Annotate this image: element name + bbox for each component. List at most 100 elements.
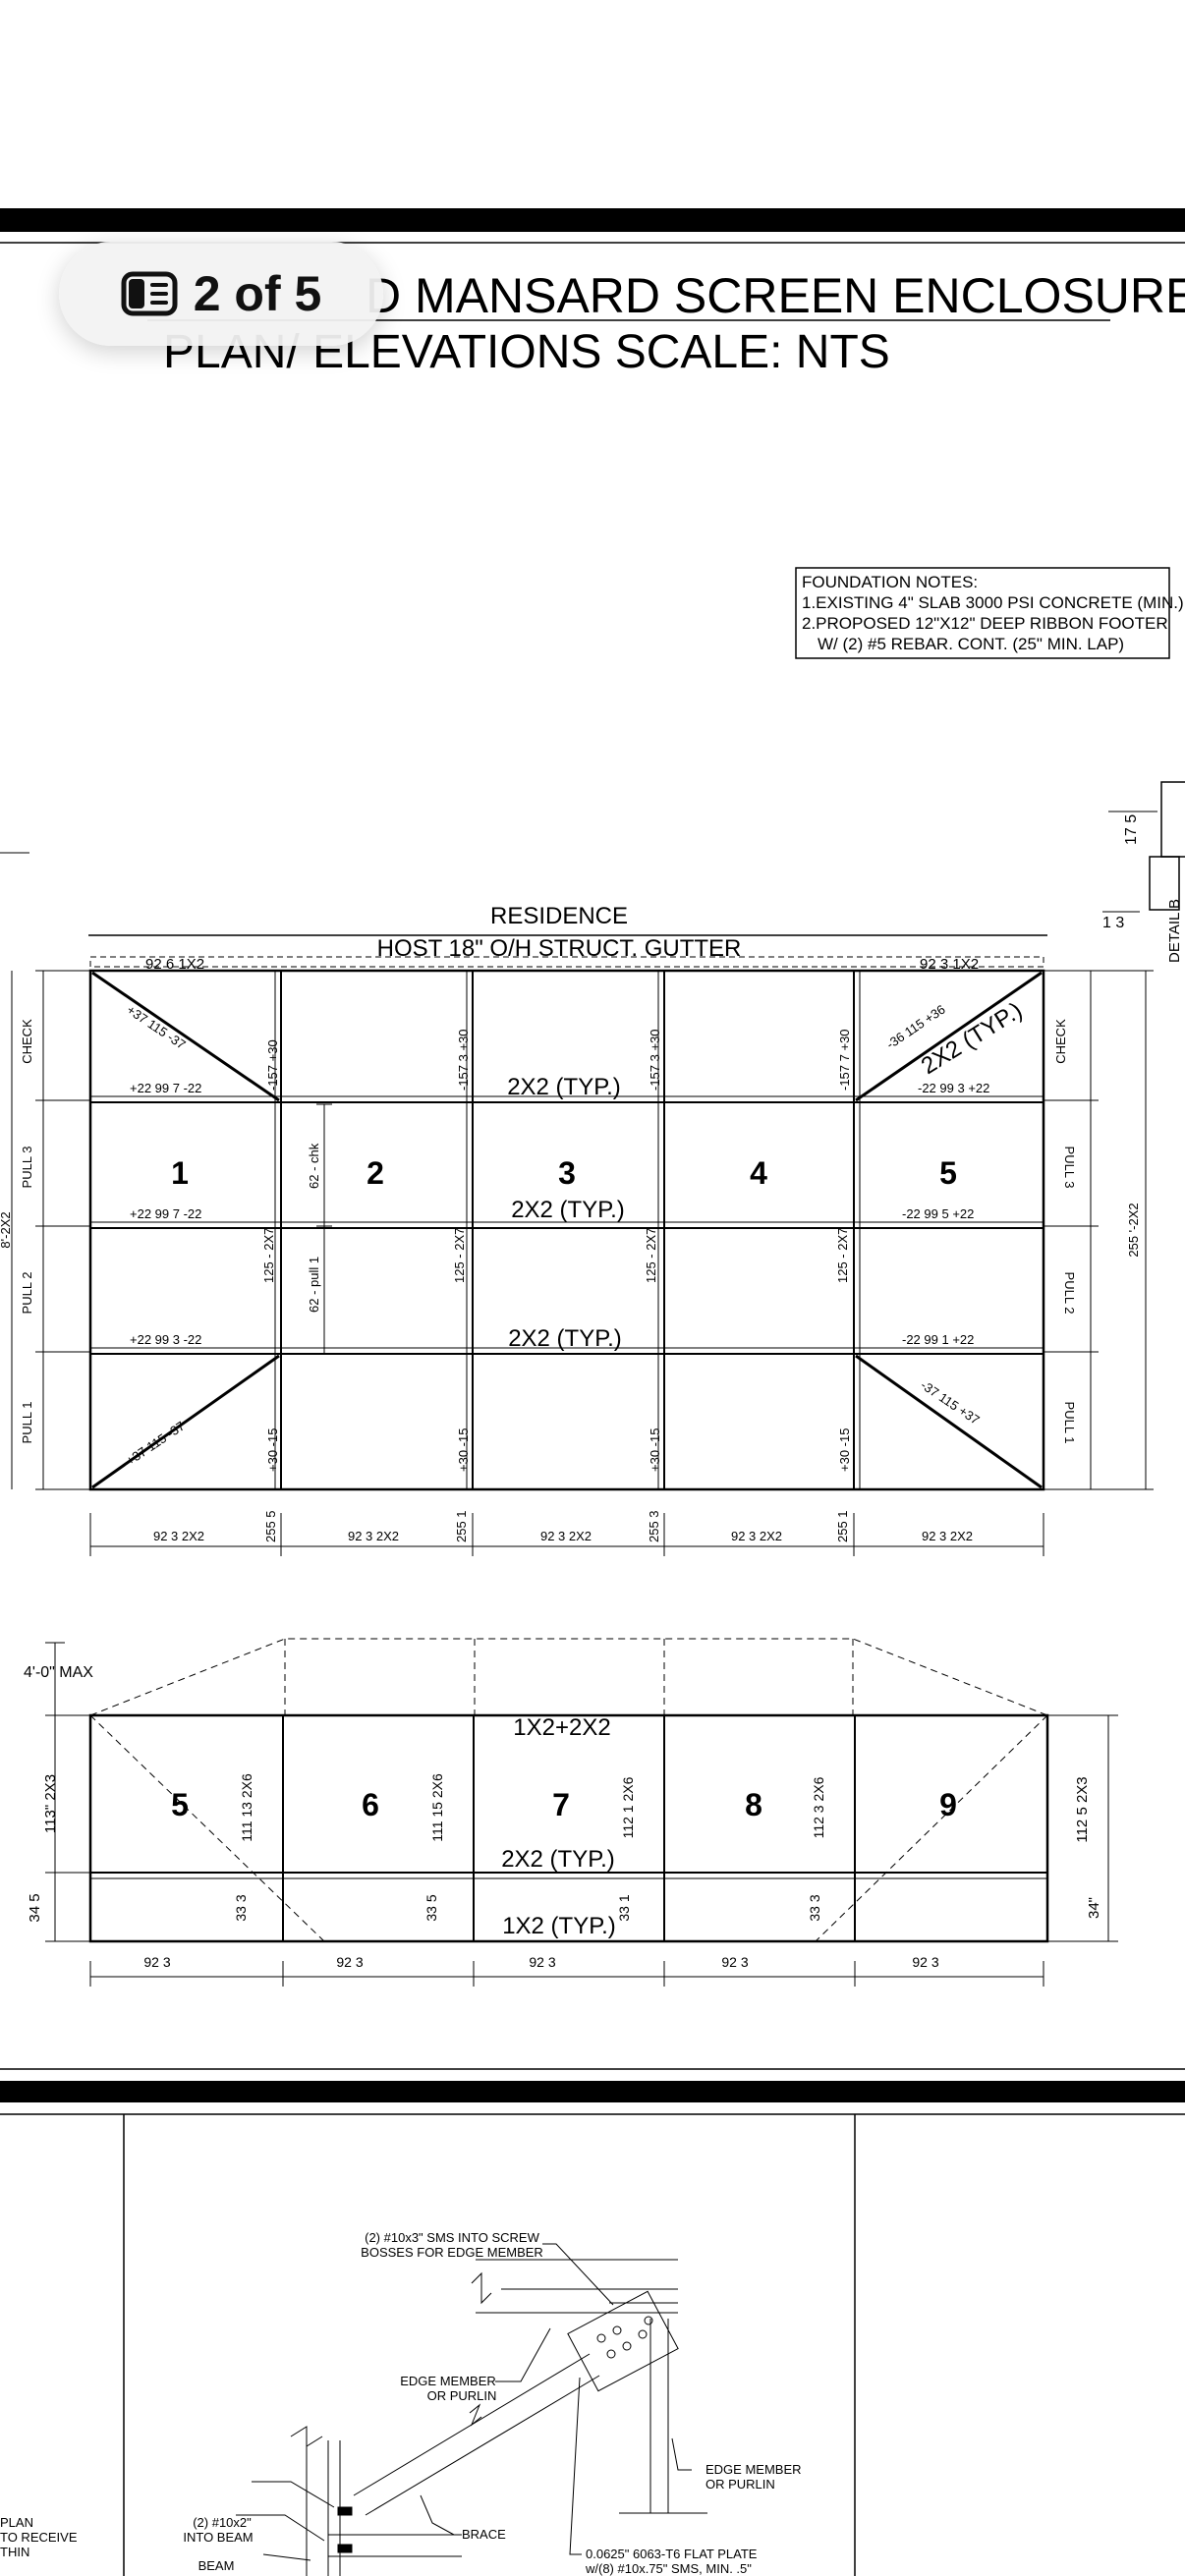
elev-bay-8: 8 — [745, 1787, 762, 1822]
plan-post-bot-1: +30 -15 — [265, 1428, 280, 1472]
elev-right-kick: 34" — [1086, 1897, 1102, 1919]
page-indicator[interactable]: 2 of 5 — [59, 242, 383, 346]
plan-top-member-left: 92 6 1X2 — [145, 956, 204, 973]
elev-post-4: 112 3 2X6 — [811, 1776, 826, 1838]
plan-bay-2: 2 — [367, 1155, 384, 1191]
plan-post-bot-4: +30 -15 — [837, 1428, 852, 1472]
detail-edge-member-3: EDGE MEMBER — [705, 2462, 802, 2477]
plan-gutter-label: HOST 18" O/H STRUCT. GUTTER — [377, 935, 742, 962]
side-detail-label: DETAIL B — [1166, 899, 1183, 963]
detail-left-2: TO RECEIVE — [0, 2530, 78, 2545]
plan-typ-label-mid: 2X2 (TYP.) — [511, 1197, 625, 1223]
detail-beam-label: BEAM — [198, 2558, 235, 2573]
plan-bottom-dim-1: 92 3 2X2 — [153, 1529, 204, 1543]
side-dim-2: 1 3 — [1102, 915, 1124, 931]
plan-left-row-check: CHECK — [20, 1019, 34, 1064]
side-dim-1: 17 5 — [1123, 814, 1140, 845]
elev-header-label: 1X2+2X2 — [513, 1714, 610, 1741]
elev-kick-post-2: 33 5 — [423, 1894, 439, 1921]
plan-bay-1: 1 — [171, 1155, 189, 1191]
plan-left-row-pull3: PULL 3 — [20, 1147, 34, 1189]
plan-check-left: +37 115 -37 — [124, 1002, 188, 1052]
detail-brace-label: BRACE — [462, 2527, 506, 2542]
elev-post-1: 111 13 2X6 — [239, 1773, 254, 1842]
plan-right-row-pull1: PULL 1 — [1062, 1402, 1077, 1444]
detail-left-1: PLAN — [0, 2515, 33, 2530]
detail-edge-member-2: OR PURLIN — [427, 2388, 497, 2403]
foundation-note-1: 1.EXISTING 4" SLAB 3000 PSI CONCRETE (MI… — [802, 593, 1184, 612]
plan-post-top-3: -157 3 +30 — [648, 1029, 662, 1091]
plan-left-row-pull1: PULL 1 — [20, 1402, 34, 1444]
plan-chk-dim: 62 - chk — [307, 1143, 321, 1189]
detail-beam-screws-1: (2) #10x2" — [193, 2515, 252, 2530]
elev-bottom-dim-1: 92 3 — [143, 1954, 170, 1970]
plan-bay-5: 5 — [939, 1155, 957, 1191]
elev-kick-label: 1X2 (TYP.) — [502, 1913, 616, 1939]
foundation-notes-heading: FOUNDATION NOTES: — [802, 573, 978, 591]
plan-row-right-1: -22 99 3 +22 — [918, 1081, 989, 1095]
elev-left-height: 113" 2X3 — [42, 1774, 59, 1833]
plan-bottom-post-4: 255 1 — [835, 1510, 850, 1542]
plan-row-left-3: +22 99 3 -22 — [130, 1332, 201, 1347]
plan-bay-4: 4 — [750, 1155, 767, 1191]
detail-sms-note-1: (2) #10x3" SMS INTO SCREW — [365, 2230, 539, 2245]
plan-residence-label: RESIDENCE — [490, 903, 628, 929]
plan-bottom-dim-5: 92 3 2X2 — [922, 1529, 973, 1543]
elev-mid-label: 2X2 (TYP.) — [501, 1846, 615, 1873]
elev-kick-post-3: 33 1 — [616, 1894, 632, 1921]
elev-left-kick: 34 5 — [27, 1893, 43, 1922]
plan-row-left-1: +22 99 7 -22 — [130, 1081, 201, 1095]
plan-right-row-check: CHECK — [1053, 1019, 1068, 1064]
plan-post-mid-1: 125 - 2X7 — [261, 1228, 276, 1283]
plan-bottom-dim-2: 92 3 2X2 — [348, 1529, 399, 1543]
elev-bay-7: 7 — [552, 1787, 570, 1822]
plan-typ-label-bot: 2X2 (TYP.) — [508, 1325, 622, 1352]
plan-bottom-dim-4: 92 3 2X2 — [731, 1529, 782, 1543]
plan-post-top-1: -157 +30 — [265, 1039, 280, 1091]
elev-bay-6: 6 — [362, 1787, 379, 1822]
elev-right-height: 112 5 2X3 — [1074, 1776, 1091, 1842]
elev-post-3: 112 1 2X6 — [620, 1776, 636, 1838]
detail-beam-screws-2: INTO BEAM — [183, 2530, 253, 2545]
elev-kick-post-4: 33 3 — [807, 1894, 822, 1921]
detail-plate-2: w/(8) #10x.75" SMS, MIN. .5" — [585, 2561, 752, 2576]
elev-bay-9: 9 — [939, 1787, 957, 1822]
plan-left-side-dim: 8'-2X2 — [0, 1211, 13, 1248]
detail-edge-member-1: EDGE MEMBER — [400, 2374, 496, 2388]
foundation-note-2: 2.PROPOSED 12"X12" DEEP RIBBON FOOTER — [802, 614, 1168, 633]
plan-pull-right: -37 115 +37 — [918, 1377, 982, 1428]
plan-row-right-2: -22 99 5 +22 — [902, 1206, 974, 1221]
foundation-note-3: W/ (2) #5 REBAR. CONT. (25" MIN. LAP) — [818, 635, 1124, 653]
plan-left-row-pull2: PULL 2 — [20, 1272, 34, 1315]
plan-post-bot-3: +30 -15 — [648, 1428, 662, 1472]
plan-bay-3: 3 — [558, 1155, 576, 1191]
elev-bottom-dim-5: 92 3 — [912, 1954, 938, 1970]
plan-typ-label-top: 2X2 (TYP.) — [507, 1074, 621, 1100]
document-pages-icon — [121, 271, 178, 316]
plan-pull-dim: 62 - pull 1 — [307, 1257, 321, 1313]
detail-sms-note-2: BOSSES FOR EDGE MEMBER — [361, 2245, 543, 2260]
elev-bay-5: 5 — [171, 1787, 189, 1822]
page-indicator-label: 2 of 5 — [193, 266, 322, 321]
plan-post-mid-4: 125 - 2X7 — [835, 1228, 850, 1283]
plan-right-row-pull2: PULL 2 — [1062, 1272, 1077, 1315]
plan-bottom-post-2: 255 1 — [454, 1510, 469, 1542]
detail-left-3: THIN — [0, 2545, 29, 2559]
elev-post-2: 111 15 2X6 — [429, 1773, 445, 1842]
plan-post-mid-3: 125 - 2X7 — [644, 1228, 658, 1283]
plan-right-row-pull3: PULL 3 — [1062, 1147, 1077, 1189]
plan-row-right-3: -22 99 1 +22 — [902, 1332, 974, 1347]
plan-row-left-2: +22 99 7 -22 — [130, 1206, 201, 1221]
detail-edge-member-4: OR PURLIN — [705, 2477, 775, 2492]
elev-kick-post-1: 33 3 — [233, 1894, 249, 1921]
plan-post-top-4: -157 7 +30 — [837, 1029, 852, 1091]
elev-max-height: 4'-0" MAX — [24, 1664, 93, 1681]
plan-post-bot-2: +30 -15 — [456, 1428, 471, 1472]
elev-bottom-dim-2: 92 3 — [336, 1954, 363, 1970]
title-line-1: D MANSARD SCREEN ENCLOSURE — [366, 268, 1185, 323]
detail-plate-1: 0.0625" 6063-T6 FLAT PLATE — [586, 2547, 758, 2561]
plan-bottom-dim-3: 92 3 2X2 — [540, 1529, 592, 1543]
plan-post-mid-2: 125 - 2X7 — [452, 1228, 467, 1283]
plan-pull-left: +37 115 -37 — [123, 1419, 187, 1469]
